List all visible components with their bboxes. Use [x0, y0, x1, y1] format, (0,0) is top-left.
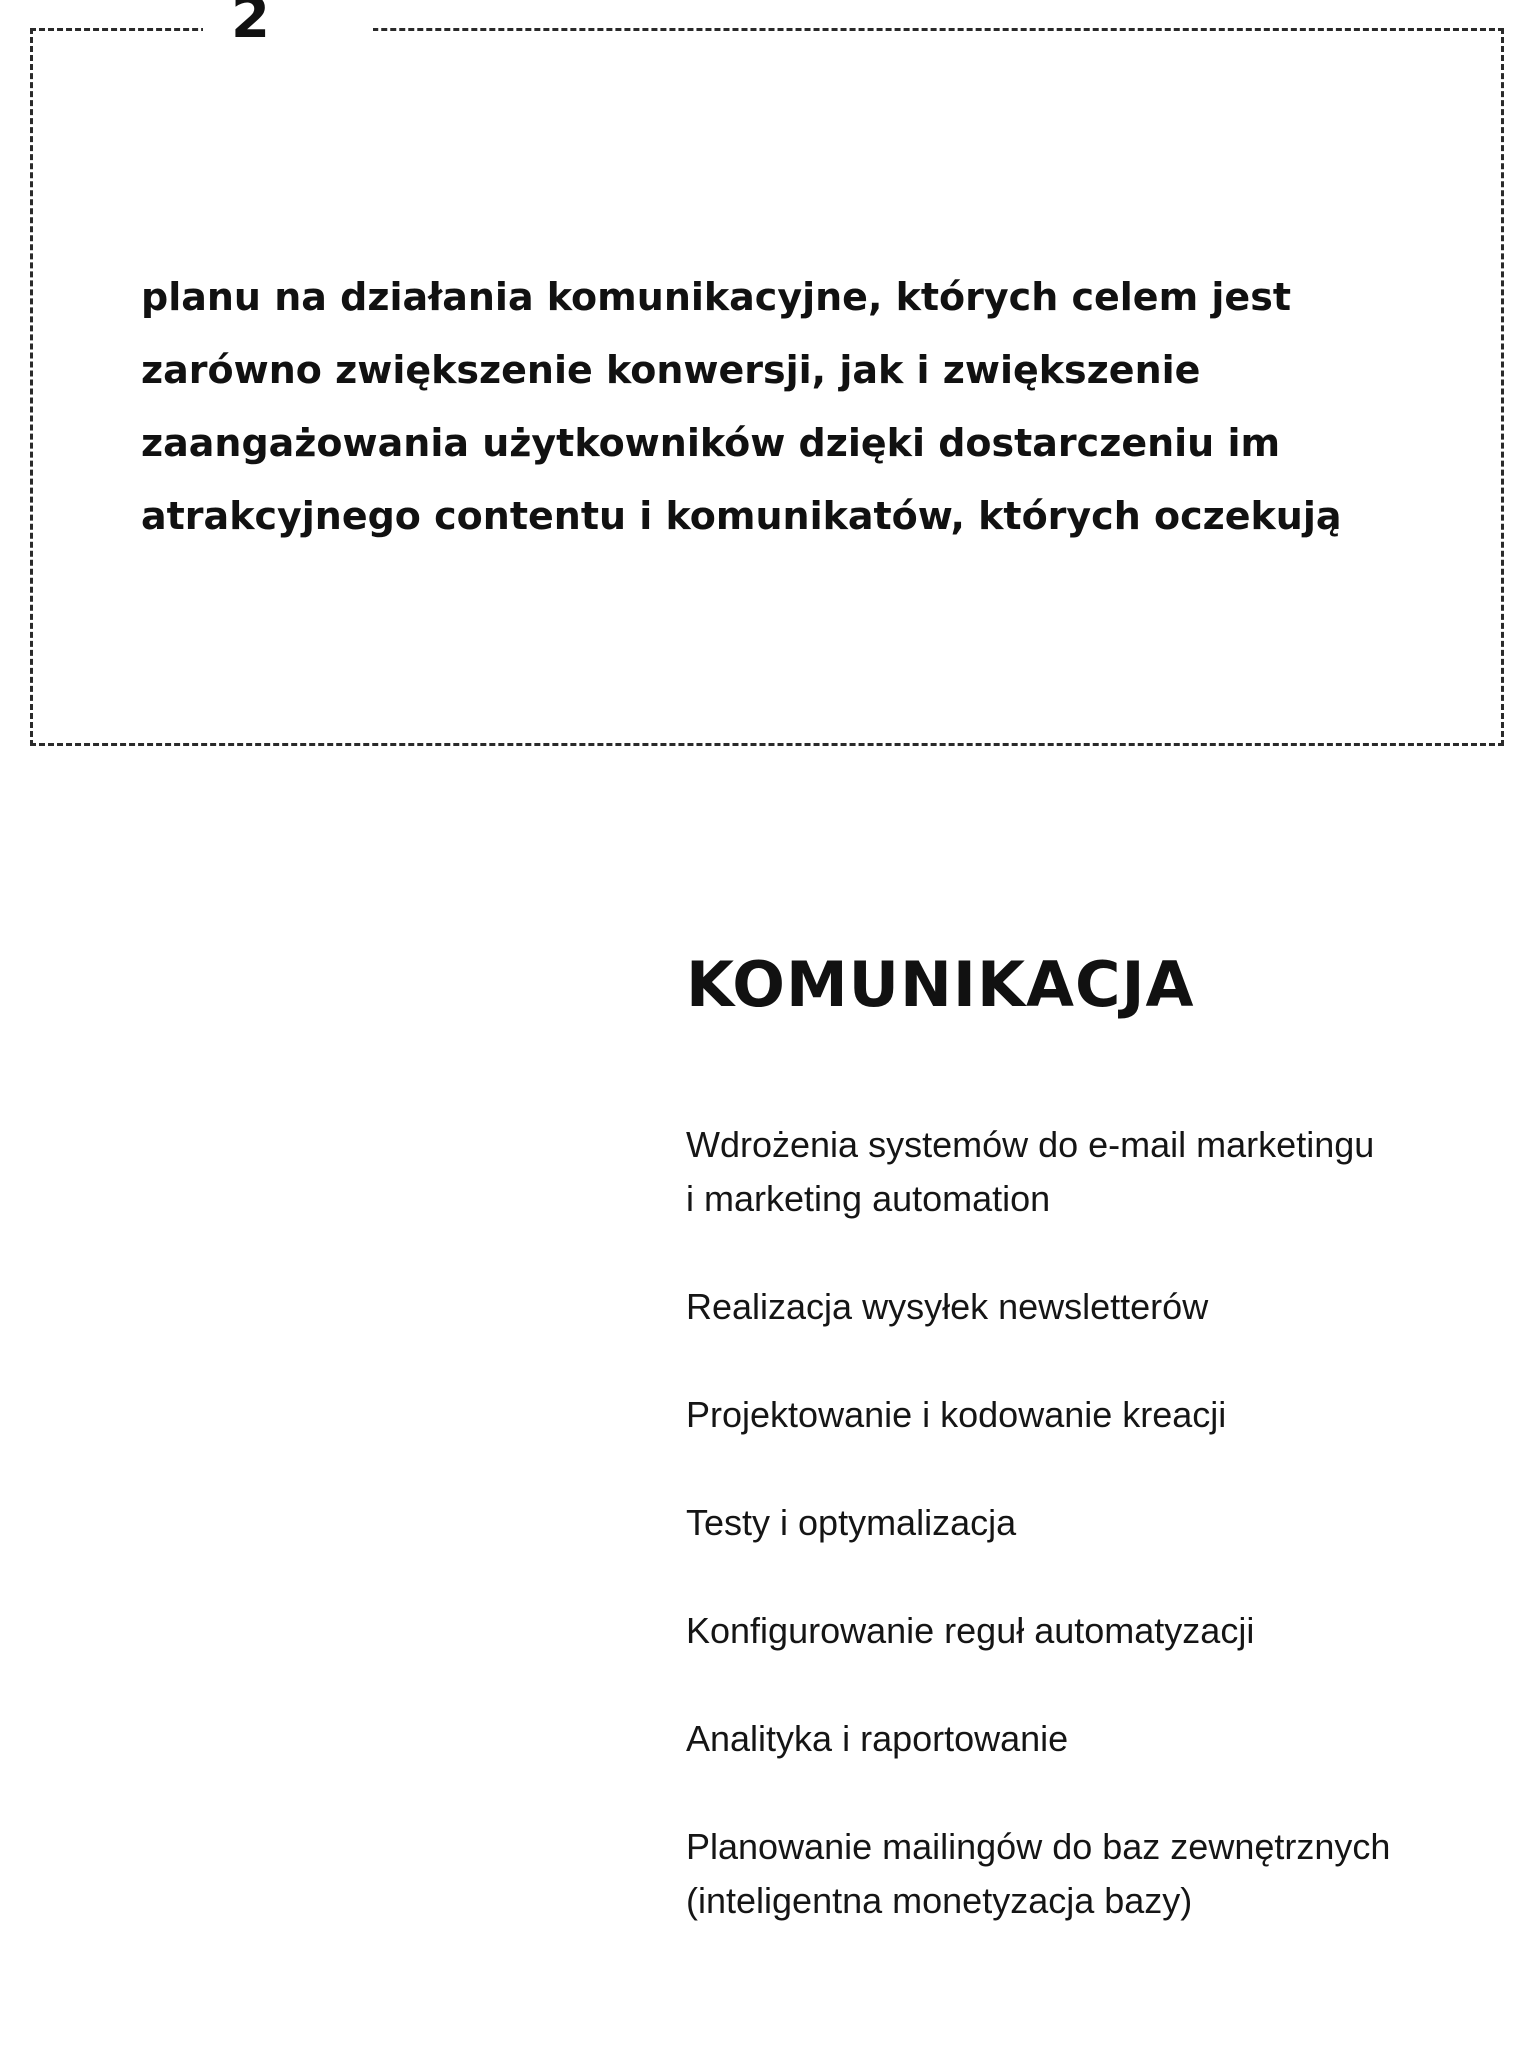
- list-item: Wdrożenia systemów do e-mail marketingu …: [686, 1118, 1446, 1226]
- box-text-line: zaangażowania użytkowników dzięki dostar…: [141, 421, 1281, 465]
- box-number: 2: [203, 0, 373, 59]
- list-item: Analityka i raportowanie: [686, 1712, 1446, 1766]
- list-item-line: (inteligentna monetyzacja bazy): [686, 1880, 1193, 1921]
- dashed-box: 2 planu na działania komunikacyjne, któr…: [30, 0, 1504, 746]
- service-list: Wdrożenia systemów do e-mail marketingu …: [686, 1118, 1446, 1982]
- list-item: Projektowanie i kodowanie kreacji: [686, 1388, 1446, 1442]
- box-text-line: planu na działania komunikacyjne, któryc…: [141, 275, 1291, 319]
- list-item: Planowanie mailingów do baz zewnętrznych…: [686, 1820, 1446, 1928]
- list-item-line: Testy i optymalizacja: [686, 1502, 1017, 1543]
- box-text-line: zarówno zwiększenie konwersji, jak i zwi…: [141, 348, 1201, 392]
- list-item: Konfigurowanie reguł automatyzacji: [686, 1604, 1446, 1658]
- list-item: Realizacja wysyłek newsletterów: [686, 1280, 1446, 1334]
- list-item-line: i marketing automation: [686, 1178, 1051, 1219]
- list-item-line: Planowanie mailingów do baz zewnętrznych: [686, 1826, 1391, 1867]
- section-title: KOMUNIKACJA: [686, 948, 1195, 1021]
- list-item-line: Projektowanie i kodowanie kreacji: [686, 1394, 1227, 1435]
- komunikacja-section: KOMUNIKACJA Wdrożenia systemów do e-mail…: [686, 940, 1486, 1921]
- list-item-line: Analityka i raportowanie: [686, 1718, 1069, 1759]
- list-item: Testy i optymalizacja: [686, 1496, 1446, 1550]
- list-item-line: Wdrożenia systemów do e-mail marketingu: [686, 1124, 1375, 1165]
- box-text: planu na działania komunikacyjne, któryc…: [141, 261, 1401, 553]
- list-item-line: Realizacja wysyłek newsletterów: [686, 1286, 1209, 1327]
- list-item-line: Konfigurowanie reguł automatyzacji: [686, 1610, 1255, 1651]
- box-text-line: atrakcyjnego contentu i komunikatów, któ…: [141, 494, 1342, 538]
